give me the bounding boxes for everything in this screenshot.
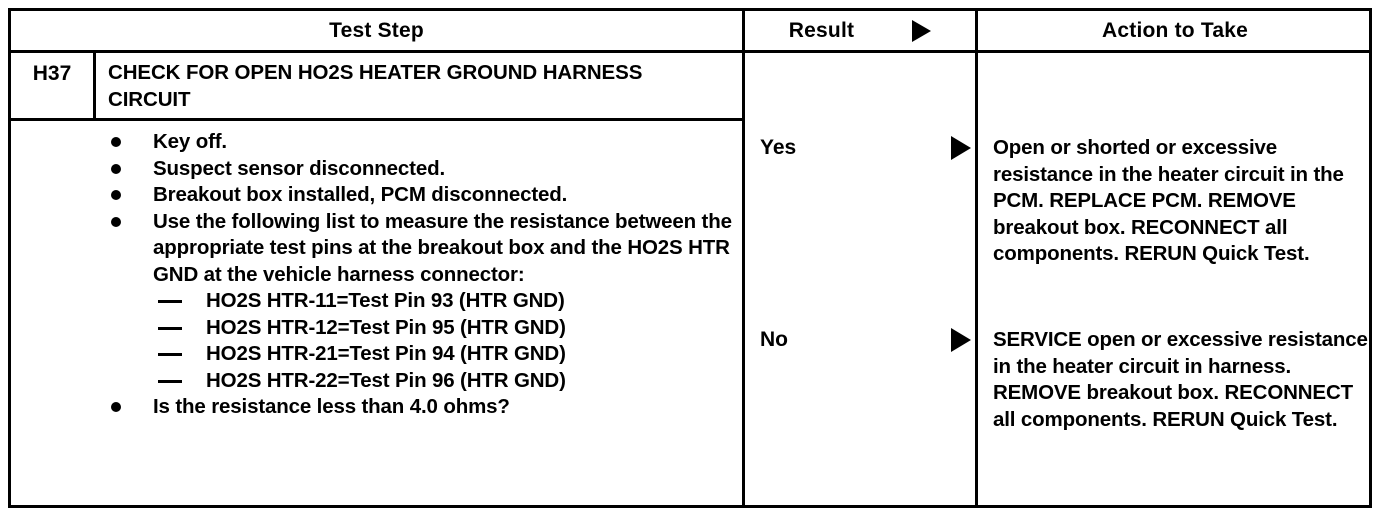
dash-bullet-icon — [158, 379, 182, 383]
column-divider-action — [975, 53, 978, 505]
bullet-dot-icon — [111, 137, 121, 147]
test-pin-list: HO2S HTR-11=Test Pin 93 (HTR GND) HO2S H… — [108, 288, 738, 394]
action-for-no: SERVICE open or excessive resistance in … — [993, 328, 1368, 431]
list-item: HO2S HTR-11=Test Pin 93 (HTR GND) — [108, 288, 738, 315]
instruction-text: Key off. — [153, 130, 227, 153]
action-for-yes: Open or shorted or excessive resistance … — [993, 136, 1344, 265]
test-pin-text: HO2S HTR-11=Test Pin 93 (HTR GND) — [206, 289, 565, 312]
bullet-dot-icon — [111, 216, 121, 227]
list-item: Suspect sensor disconnected. — [108, 156, 738, 183]
header-result: Result — [742, 11, 975, 50]
column-divider-step-id — [93, 53, 96, 121]
list-item: Key off. — [108, 129, 738, 156]
right-triangle-icon — [951, 136, 971, 160]
result-no-label: No — [760, 328, 788, 351]
test-question-text: Is the resistance less than 4.0 ohms? — [153, 395, 510, 418]
header-action-to-take: Action to Take — [975, 11, 1372, 50]
list-item: Use the following list to measure the re… — [108, 209, 738, 289]
table-header-row: Test Step Result Action to Take — [11, 11, 1369, 53]
test-step-instructions: Key off. Suspect sensor disconnected. Br… — [108, 129, 738, 421]
step-id-label: H37 — [32, 62, 72, 85]
step-title: CHECK FOR OPEN HO2S HEATER GROUND HARNES… — [108, 61, 643, 111]
list-item: HO2S HTR-12=Test Pin 95 (HTR GND) — [108, 315, 738, 342]
header-test-step: Test Step — [11, 11, 742, 50]
instruction-text: Suspect sensor disconnected. — [153, 156, 445, 180]
result-branch-no: No — [742, 328, 975, 360]
header-action-label: Action to Take — [1102, 18, 1248, 42]
column-divider-result — [742, 53, 745, 505]
instruction-text: Breakout box installed, PCM disconnected… — [153, 183, 568, 206]
right-triangle-icon — [951, 328, 971, 352]
list-item: HO2S HTR-21=Test Pin 94 (HTR GND) — [108, 341, 738, 368]
list-item: Breakout box installed, PCM disconnected… — [108, 182, 738, 209]
list-item: HO2S HTR-22=Test Pin 96 (HTR GND) — [108, 368, 738, 395]
header-test-step-label: Test Step — [329, 18, 424, 42]
bullet-dot-icon — [111, 163, 121, 174]
result-yes-label: Yes — [760, 136, 797, 159]
result-branch-yes: Yes — [742, 136, 975, 168]
test-pin-text: HO2S HTR-22=Test Pin 96 (HTR GND) — [206, 368, 566, 392]
diagnostic-test-table: Test Step Result Action to Take H37 CHEC… — [8, 8, 1372, 508]
step-title-row: H37 CHECK FOR OPEN HO2S HEATER GROUND HA… — [11, 53, 742, 121]
bullet-dot-icon — [111, 190, 121, 200]
instruction-text: Use the following list to measure the re… — [153, 209, 732, 286]
right-triangle-icon — [912, 19, 932, 42]
step-id-cell: H37 — [11, 53, 93, 118]
dash-bullet-icon — [158, 326, 182, 330]
dash-bullet-icon — [158, 353, 182, 356]
bullet-dot-icon — [111, 402, 121, 412]
header-result-label: Result — [788, 18, 855, 42]
dash-bullet-icon — [158, 300, 182, 303]
test-question: Is the resistance less than 4.0 ohms? — [108, 394, 738, 421]
test-pin-text: HO2S HTR-12=Test Pin 95 (HTR GND) — [206, 315, 566, 339]
test-pin-text: HO2S HTR-21=Test Pin 94 (HTR GND) — [206, 342, 566, 365]
